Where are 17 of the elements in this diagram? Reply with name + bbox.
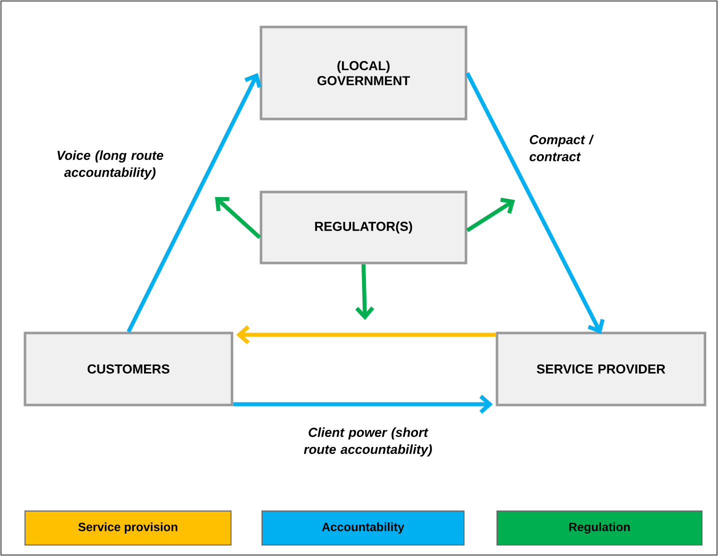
arrow xyxy=(215,197,262,239)
legend-label: Accountability xyxy=(322,522,404,534)
arrow xyxy=(233,394,493,414)
arrow xyxy=(465,72,605,334)
edge-label: Compact / contract xyxy=(530,134,594,162)
arrow xyxy=(355,264,374,320)
edge-label: Voice (long route accountability) xyxy=(58,150,164,180)
label-box: CUSTOMERS xyxy=(24,332,234,406)
label-box: SERVICE PROVIDER xyxy=(496,332,706,406)
edge-label: Client power (short route accountability) xyxy=(304,427,432,457)
label-box: (LOCAL) GOVERNMENT xyxy=(260,26,468,120)
legend-label: Service provision xyxy=(78,522,178,534)
arrow xyxy=(126,73,262,333)
legend-label: Regulation xyxy=(569,522,630,534)
arrow xyxy=(466,198,515,232)
label-box: REGULATOR(S) xyxy=(260,190,468,264)
arrow xyxy=(236,325,496,344)
